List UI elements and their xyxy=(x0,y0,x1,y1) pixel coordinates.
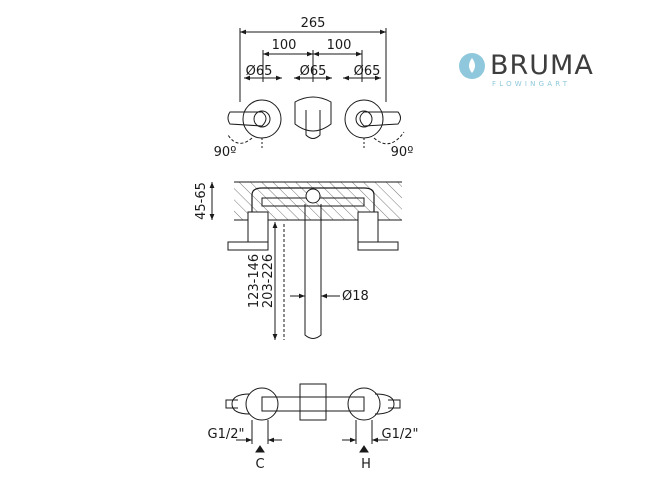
right-lever-side xyxy=(357,241,399,251)
valve-body xyxy=(251,187,375,212)
left-lever-side xyxy=(227,241,269,251)
right-lever xyxy=(359,111,401,127)
label-hot: H xyxy=(361,457,371,472)
spout-body xyxy=(305,110,321,139)
left-rotation-arc xyxy=(227,134,253,144)
dim-spacing-right: 100 xyxy=(327,38,352,53)
brand-tagline: FLOWINGART xyxy=(492,80,571,88)
dim-rotation-left: 90º xyxy=(214,145,237,160)
hot-arrow-icon xyxy=(359,445,369,453)
left-handle-hub xyxy=(253,110,271,128)
left-lever xyxy=(227,111,267,127)
left-handle-rosette xyxy=(242,99,282,139)
dim-thread-left: G1/2" xyxy=(208,427,245,442)
dim-thread-right: G1/2" xyxy=(382,427,419,442)
plan-diverter xyxy=(299,383,327,421)
dim-handle-left: Ø65 xyxy=(246,64,273,79)
plan-view xyxy=(225,383,401,453)
side-view xyxy=(209,181,402,340)
dim-wall-depth: 45-65 xyxy=(194,182,209,220)
brand-logo: BRUMA FLOWINGART xyxy=(458,48,608,92)
dim-spacing-left: 100 xyxy=(272,38,297,53)
dim-spout: Ø65 xyxy=(300,64,327,79)
dim-handle-right: Ø65 xyxy=(354,64,381,79)
spout-side xyxy=(304,204,322,339)
right-handle-hub xyxy=(355,110,373,128)
droplet-icon xyxy=(459,53,485,79)
dim-spout-dia-small: Ø18 xyxy=(342,289,369,304)
spout-rosette xyxy=(294,96,332,132)
right-rotation-arc xyxy=(373,131,405,145)
left-valve-plan xyxy=(245,387,279,421)
right-valve-plan xyxy=(347,387,381,421)
dim-rotation-right: 90º xyxy=(391,145,414,160)
right-handle-rosette xyxy=(344,99,384,139)
diverter xyxy=(305,188,321,204)
dim-overall-width: 265 xyxy=(301,16,326,31)
cold-arrow-icon xyxy=(255,445,265,453)
label-cold: C xyxy=(255,457,264,472)
dim-spout-length-a: 123-146 xyxy=(247,254,262,308)
plan-body xyxy=(261,396,365,412)
front-view xyxy=(227,28,405,150)
brand-name: BRUMA xyxy=(490,50,594,81)
dim-spout-length-b: 203-226 xyxy=(261,254,276,308)
